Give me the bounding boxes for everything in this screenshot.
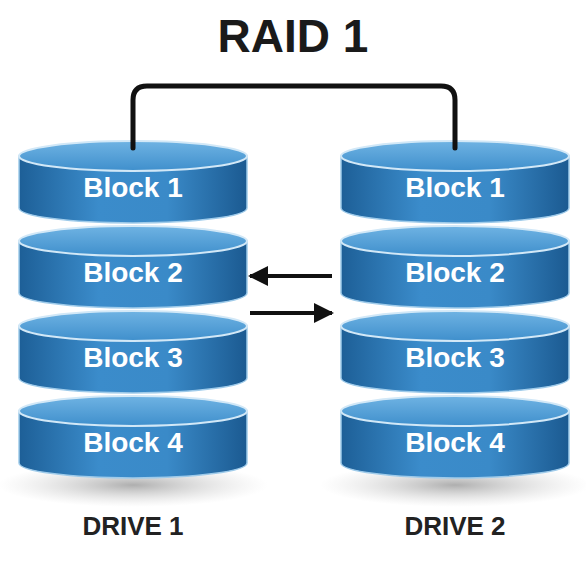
data-block: Block 1 [340,140,570,225]
data-block: Block 4 [340,395,570,480]
mirror-bracket [133,86,455,148]
block-label: Block 1 [340,170,570,206]
diagram-title: RAID 1 [0,8,586,64]
block-label: Block 1 [18,170,248,206]
data-block: Block 2 [340,225,570,310]
drive-cylinder: DRIVE 2Block 1Block 2Block 3Block 4 [340,140,570,485]
drive-label: DRIVE 2 [320,508,586,544]
data-block: Block 1 [18,140,248,225]
block-label: Block 4 [18,425,248,461]
data-block: Block 2 [18,225,248,310]
data-block: Block 3 [18,310,248,395]
block-label: Block 2 [340,255,570,291]
data-block: Block 4 [18,395,248,480]
data-block: Block 3 [340,310,570,395]
sync-arrow [250,274,332,278]
sync-arrow [250,311,332,315]
drive-cylinder: DRIVE 1Block 1Block 2Block 3Block 4 [18,140,248,485]
block-label: Block 3 [18,340,248,376]
block-label: Block 2 [18,255,248,291]
drive-label: DRIVE 1 [0,508,268,544]
block-label: Block 3 [340,340,570,376]
block-label: Block 4 [340,425,570,461]
